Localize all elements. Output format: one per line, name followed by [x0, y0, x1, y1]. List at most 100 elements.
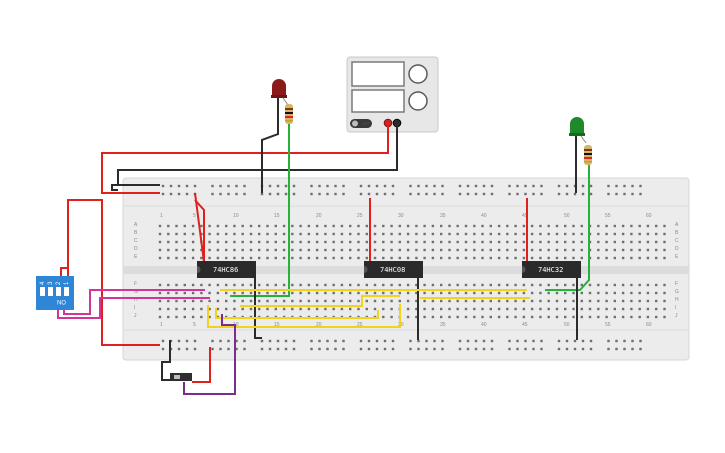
breadboard-hole[interactable]	[291, 224, 294, 228]
breadboard-hole[interactable]	[382, 291, 385, 295]
breadboard-hole[interactable]	[167, 307, 170, 311]
breadboard-hole[interactable]	[555, 232, 559, 236]
breadboard-hole[interactable]	[581, 192, 585, 196]
breadboard-hole[interactable]	[524, 339, 527, 343]
breadboard-hole[interactable]	[241, 224, 244, 228]
breadboard-hole[interactable]	[423, 256, 426, 260]
breadboard-hole[interactable]	[258, 299, 261, 303]
breadboard-hole[interactable]	[522, 224, 526, 228]
breadboard-hole[interactable]	[367, 192, 371, 196]
breadboard-hole[interactable]	[291, 256, 294, 260]
breadboard-hole[interactable]	[332, 307, 335, 311]
breadboard-hole[interactable]	[481, 315, 484, 319]
breadboard-hole[interactable]	[646, 240, 650, 244]
breadboard-hole[interactable]	[646, 307, 650, 311]
breadboard-hole[interactable]	[409, 184, 412, 188]
breadboard-hole[interactable]	[216, 283, 220, 287]
breadboard-hole[interactable]	[532, 347, 535, 351]
breadboard-hole[interactable]	[415, 315, 418, 319]
breadboard-hole[interactable]	[299, 224, 302, 228]
breadboard-hole[interactable]	[623, 339, 626, 343]
breadboard-hole[interactable]	[216, 291, 220, 295]
breadboard-hole[interactable]	[572, 283, 575, 287]
breadboard-hole[interactable]	[274, 232, 277, 236]
breadboard-hole[interactable]	[646, 291, 650, 295]
breadboard-hole[interactable]	[621, 240, 625, 244]
green-led-icon[interactable]	[569, 117, 585, 136]
breadboard-hole[interactable]	[524, 347, 527, 351]
breadboard-hole[interactable]	[482, 339, 486, 343]
breadboard-hole[interactable]	[315, 256, 319, 260]
breadboard-hole[interactable]	[260, 339, 264, 343]
negative-terminal[interactable]	[392, 118, 402, 128]
breadboard-hole[interactable]	[646, 224, 650, 228]
breadboard-hole[interactable]	[367, 184, 371, 188]
breadboard-hole[interactable]	[630, 248, 633, 252]
breadboard-hole[interactable]	[382, 224, 385, 228]
dip-toggle-4[interactable]	[64, 287, 69, 296]
breadboard-hole[interactable]	[497, 291, 501, 295]
breadboard-hole[interactable]	[158, 315, 162, 319]
breadboard-hole[interactable]	[390, 240, 393, 244]
breadboard-hole[interactable]	[464, 248, 468, 252]
breadboard-hole[interactable]	[225, 291, 228, 295]
breadboard-hole[interactable]	[524, 184, 527, 188]
breadboard-hole[interactable]	[185, 184, 189, 188]
breadboard-hole[interactable]	[417, 347, 420, 351]
breadboard-hole[interactable]	[639, 339, 642, 343]
breadboard-hole[interactable]	[458, 184, 462, 188]
breadboard-hole[interactable]	[390, 256, 393, 260]
breadboard-hole[interactable]	[266, 240, 269, 244]
breadboard-hole[interactable]	[183, 232, 186, 236]
breadboard-hole[interactable]	[639, 184, 642, 188]
breadboard-hole[interactable]	[266, 307, 269, 311]
breadboard-hole[interactable]	[398, 224, 401, 228]
breadboard-hole[interactable]	[216, 240, 220, 244]
breadboard-hole[interactable]	[175, 232, 178, 236]
breadboard-hole[interactable]	[268, 184, 272, 188]
breadboard-hole[interactable]	[340, 256, 344, 260]
breadboard-hole[interactable]	[415, 232, 418, 236]
breadboard-hole[interactable]	[274, 299, 277, 303]
breadboard-hole[interactable]	[547, 256, 550, 260]
breadboard-hole[interactable]	[249, 307, 253, 311]
breadboard-hole[interactable]	[342, 184, 345, 188]
breadboard-hole[interactable]	[324, 291, 327, 295]
breadboard-hole[interactable]	[191, 232, 195, 236]
breadboard-hole[interactable]	[193, 184, 197, 188]
breadboard-hole[interactable]	[219, 347, 222, 351]
breadboard-hole[interactable]	[332, 256, 335, 260]
breadboard-hole[interactable]	[266, 248, 269, 252]
breadboard-hole[interactable]	[200, 248, 203, 252]
breadboard-hole[interactable]	[547, 291, 550, 295]
breadboard-hole[interactable]	[276, 184, 280, 188]
breadboard-hole[interactable]	[318, 339, 321, 343]
breadboard-hole[interactable]	[357, 283, 360, 287]
breadboard-hole[interactable]	[200, 232, 203, 236]
breadboard-hole[interactable]	[349, 307, 352, 311]
breadboard-hole[interactable]	[506, 283, 509, 287]
breadboard-hole[interactable]	[448, 299, 451, 303]
breadboard-hole[interactable]	[167, 224, 170, 228]
breadboard-hole[interactable]	[225, 224, 228, 228]
breadboard-hole[interactable]	[555, 283, 559, 287]
breadboard-hole[interactable]	[365, 240, 368, 244]
chip-74hc08[interactable]: 74HC08	[364, 261, 423, 278]
breadboard-hole[interactable]	[448, 291, 451, 295]
breadboard-hole[interactable]	[506, 240, 509, 244]
breadboard-hole[interactable]	[580, 256, 583, 260]
breadboard-hole[interactable]	[557, 339, 561, 343]
breadboard-hole[interactable]	[474, 192, 478, 196]
breadboard-hole[interactable]	[365, 299, 368, 303]
breadboard-hole[interactable]	[307, 224, 311, 228]
breadboard-hole[interactable]	[530, 307, 534, 311]
breadboard-hole[interactable]	[406, 224, 410, 228]
breadboard-hole[interactable]	[243, 339, 246, 343]
breadboard-hole[interactable]	[216, 256, 220, 260]
breadboard-hole[interactable]	[572, 248, 575, 252]
breadboard-hole[interactable]	[572, 232, 575, 236]
breadboard-hole[interactable]	[638, 240, 641, 244]
breadboard-hole[interactable]	[249, 256, 253, 260]
breadboard-hole[interactable]	[235, 184, 238, 188]
breadboard-hole[interactable]	[183, 307, 186, 311]
